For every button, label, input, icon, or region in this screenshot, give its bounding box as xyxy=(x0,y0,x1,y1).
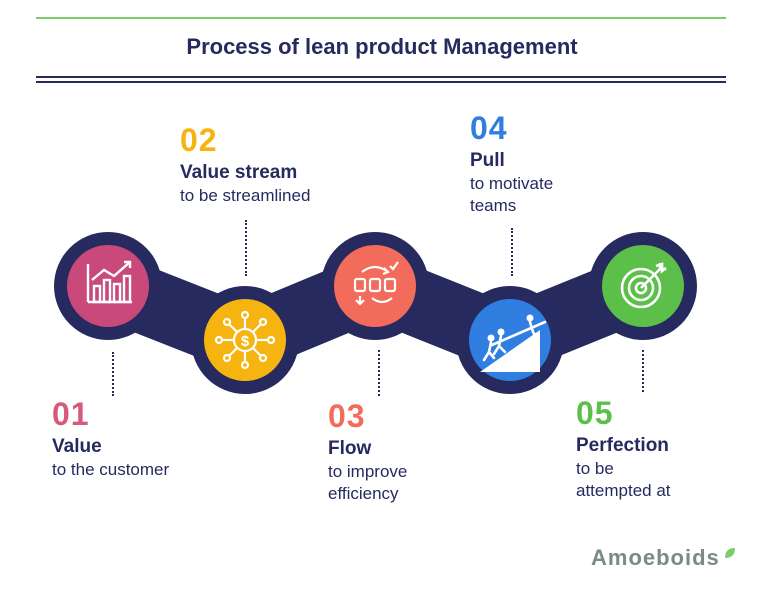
svg-text:$: $ xyxy=(241,333,250,350)
step-04: 04 Pull to motivate teams xyxy=(470,112,553,217)
dollar-network-icon: $ xyxy=(204,299,286,381)
step-title: Perfection xyxy=(576,435,669,456)
page-title: Process of lean product Management xyxy=(186,34,578,59)
leaf-icon xyxy=(725,548,735,558)
step-05: 05 Perfection to be attempted at xyxy=(576,397,671,502)
connector-04 xyxy=(511,228,513,276)
connector-02 xyxy=(245,220,247,276)
step-title: Flow xyxy=(328,438,372,459)
step-02: 02 Value stream to be streamlined xyxy=(180,124,310,207)
step-desc-line-2: attempted at xyxy=(576,481,671,500)
step-desc-line-1: to improve xyxy=(328,462,408,481)
brand-logo: Amoeboids xyxy=(591,545,720,570)
target-icon xyxy=(602,245,684,327)
step-desc-line-1: to be xyxy=(576,459,614,478)
step-number: 04 xyxy=(470,110,508,146)
title-underline xyxy=(36,76,726,78)
connector-01 xyxy=(112,352,114,396)
step-desc-line-2: efficiency xyxy=(328,484,399,503)
team-pulling-icon xyxy=(469,299,551,381)
step-title: Value xyxy=(52,436,102,457)
workflow-icon xyxy=(334,245,416,327)
step-title: Value stream xyxy=(180,162,298,183)
step-title: Pull xyxy=(470,150,505,171)
step-desc: to be streamlined xyxy=(180,186,311,205)
step-number: 03 xyxy=(328,398,366,434)
step-desc: to the customer xyxy=(52,460,170,479)
connector-03 xyxy=(378,350,380,396)
step-number: 01 xyxy=(52,396,90,432)
growth-chart-icon xyxy=(67,245,149,327)
step-desc-line-1: to motivate xyxy=(470,174,554,193)
connector-05 xyxy=(642,350,644,392)
step-number: 02 xyxy=(180,122,218,158)
top-divider xyxy=(36,17,726,19)
step-03: 03 Flow to improve efficiency xyxy=(328,400,407,505)
step-01: 01 Value to the customer xyxy=(52,398,169,481)
step-number: 05 xyxy=(576,395,614,431)
title-underline-2 xyxy=(36,81,726,83)
step-desc-line-2: teams xyxy=(470,196,517,215)
